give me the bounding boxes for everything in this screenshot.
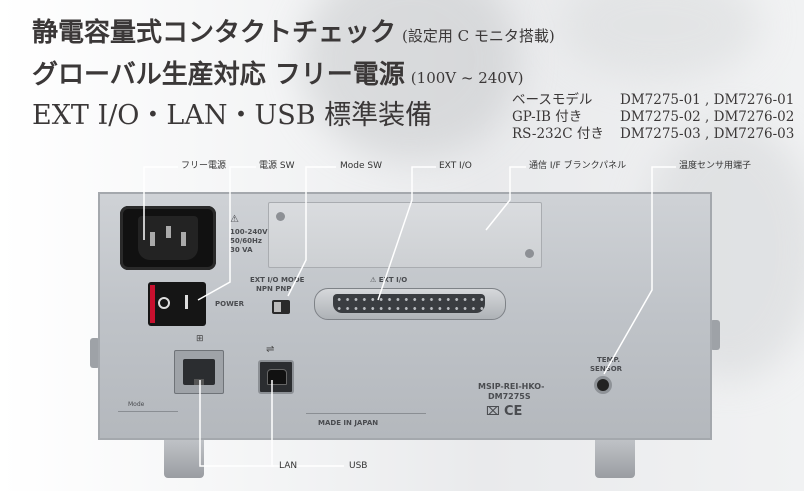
headline-1-sub: (設定用 C モニタ搭載) [402,27,555,45]
headline-interfaces: EXT I/O・LAN・USB 標準装備 [32,93,432,132]
mode-switch-slider [274,302,281,312]
mode-switch[interactable] [272,300,290,314]
lan-clip-icon [194,379,204,385]
power-switch[interactable] [148,282,206,326]
power-on-icon [185,295,188,309]
device-side-knob-right [710,320,720,350]
callout-line-power-sw [197,166,256,301]
lan-port[interactable] [174,350,224,394]
headline-contact-check: 静電容量式コンタクトチェック (設定用 C モニタ搭載) [32,12,555,49]
usb-icon: ⇌ [266,344,275,355]
ext-io-label: EXT I/O [378,276,408,284]
callout-free-power: フリー電源 [181,161,227,171]
lan-socket [183,359,215,385]
callout-power-sw: 電源 SW [259,161,295,171]
callout-line-ext-io [377,166,436,301]
model-value: DM7275-02 , DM7276-02 [620,109,795,125]
callout-temp-sensor: 温度センサ用端子 [679,161,752,171]
device-side-knob-left [90,338,100,368]
callout-line-mode-sw [287,166,336,297]
screw-icon [525,249,534,258]
temp-sensor-jack[interactable] [594,376,612,394]
npn-pnp-label: NPN PNP [256,285,292,293]
headline-2: グローバル生産対応 フリー電源 [32,60,405,90]
model-row: ベースモデル DM7275-01 , DM7276-01 [512,92,794,109]
headline-3: EXT I/O・LAN・USB 標準装備 [32,100,433,131]
model-value: DM7275-03 , DM7276-03 [620,126,795,142]
headline-1: 静電容量式コンタクトチェック [32,18,397,48]
pin-icon [150,232,155,246]
power-switch-indicator [150,285,155,323]
ext-io-mode-label: EXT I/O MODE [250,276,305,284]
pin-icon [166,226,171,238]
model-list: ベースモデル DM7275-01 , DM7276-01 GP-IB 付き DM72… [512,92,794,143]
ext-io-socket [333,294,485,313]
power-off-icon [158,297,170,309]
frequency-label: 50/60Hz [230,237,262,245]
callout-mode-sw: Mode SW [340,161,382,171]
mode-divider [118,411,178,412]
model-label: ベースモデル [512,92,593,108]
background-shadow-left [300,0,520,160]
headline-free-power: グローバル生産対応 フリー電源 (100V ~ 240V) [32,54,524,91]
va-label: 30 VA [230,246,253,254]
lan-icon: ⊞ [196,334,204,344]
callout-ext-io: EXT I/O [439,161,472,171]
model-row: RS-232C 付き DM7275-03 , DM7276-03 [512,126,794,143]
device-foot-left [164,440,204,478]
headline-2-sub: (100V ~ 240V) [410,69,524,87]
callout-usb: USB [349,461,368,471]
callout-line-comm-panel [485,166,526,231]
pin-icon [181,232,186,246]
callout-line-temp-sensor [603,166,676,375]
screw-icon [276,212,285,221]
ext-io-connector[interactable] [314,288,506,320]
weee-icon: ⌧ [486,404,500,418]
callout-line-free-power [143,166,178,240]
model-row: GP-IB 付き DM7275-02 , DM7276-02 [512,109,794,126]
model-label: RS-232C 付き [512,126,604,142]
msip-label: MSIP-REI-HKO- [478,382,545,391]
callout-line-usb [271,380,344,467]
warning-icon: ⚠ [230,214,239,225]
voltage-label: 100-240V [230,228,268,236]
comm-blank-panel [268,202,542,268]
mode-label: Mode [128,401,145,408]
ac-inlet-socket [138,216,198,260]
power-label: POWER [215,300,244,308]
made-in-divider [306,413,426,414]
temp-label: TEMP. [597,356,621,364]
ce-mark: CE [504,404,523,419]
model-value: DM7275-01 , DM7276-01 [620,92,795,108]
model-label: GP-IB 付き [512,109,583,125]
callout-comm-panel: 通信 I/F ブランクパネル [529,161,627,171]
device-foot-right [595,440,635,478]
callout-line-lan [199,380,274,467]
ac-inlet[interactable] [120,206,216,270]
made-in-label: MADE IN JAPAN [318,419,379,427]
ext-io-warning-label: ⚠ EXT I/O [370,276,408,284]
callout-lan: LAN [279,461,298,471]
usb-port[interactable] [258,360,294,394]
model-number-label: DM7275S [488,392,531,401]
